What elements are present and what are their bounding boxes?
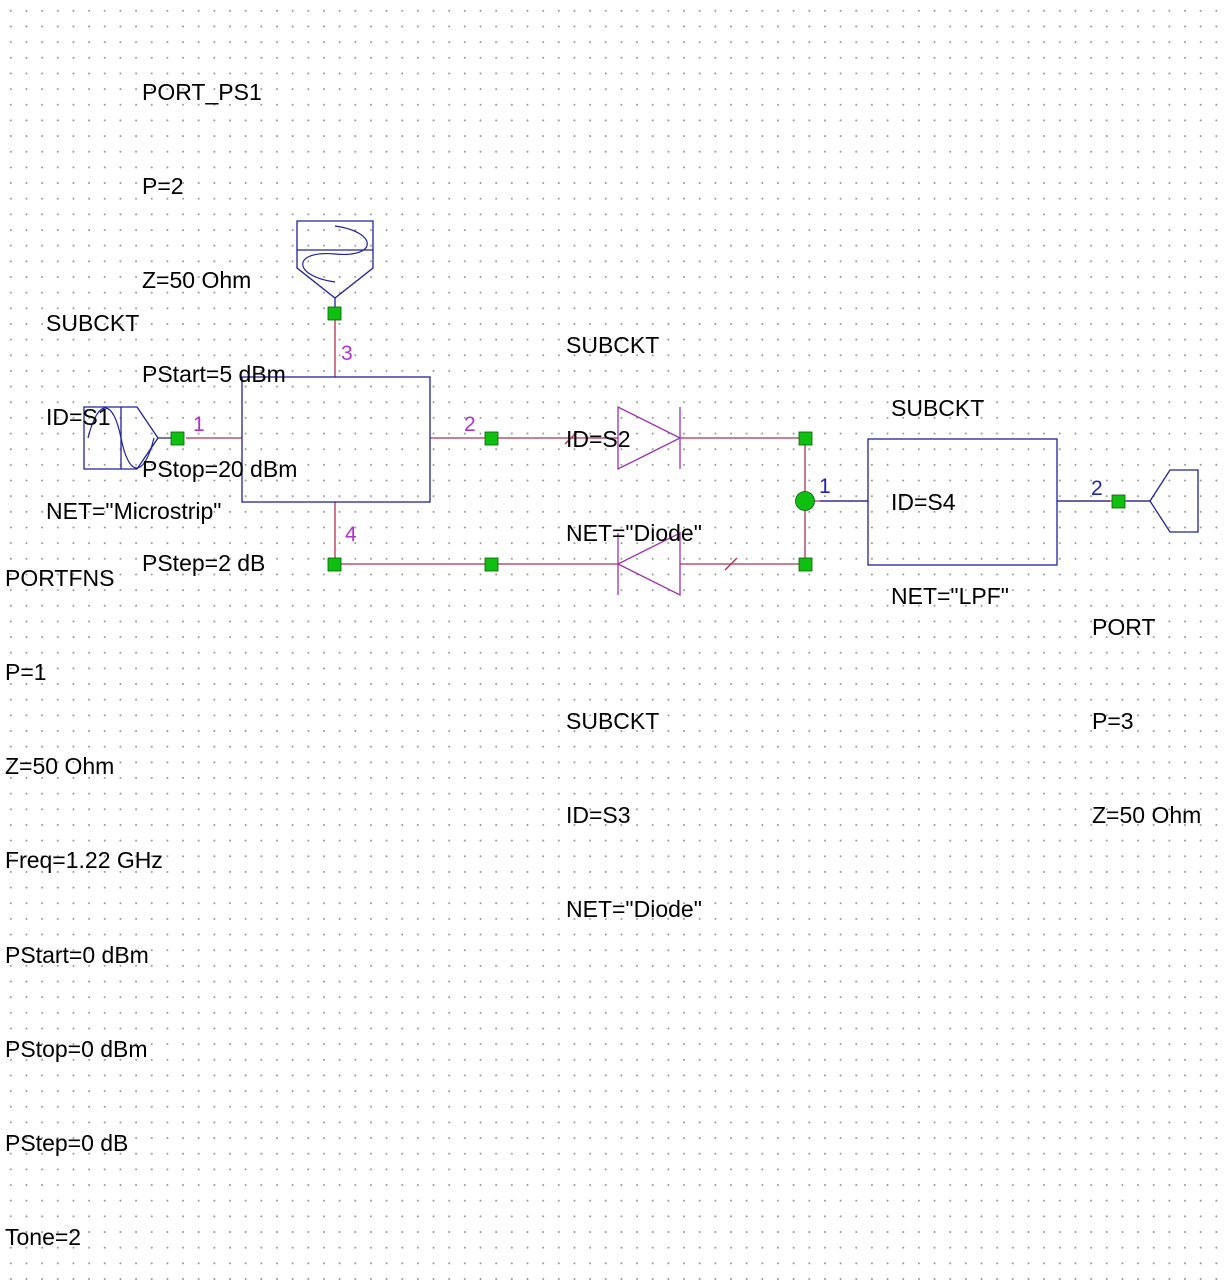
param-line: NET="Diode": [566, 896, 702, 923]
param-line: Z=50 Ohm: [1092, 802, 1202, 829]
output-port-icon[interactable]: [1126, 469, 1199, 533]
param-line: SUBCKT: [891, 394, 985, 421]
param-line: PORT: [1092, 613, 1156, 640]
param-line: ID=S4: [891, 489, 956, 516]
wire-slash-bottom: [724, 557, 738, 571]
param-line: NET="Diode": [566, 520, 702, 547]
node-s2-out[interactable]: [798, 431, 813, 446]
param-line: SUBCKT: [46, 309, 140, 336]
param-line: ID=S3: [566, 802, 631, 829]
node-port2[interactable]: [327, 306, 342, 321]
param-line: PStep=0 dB: [5, 1130, 129, 1157]
node-s1-pin2[interactable]: [484, 431, 499, 446]
param-line: ID=S2: [566, 426, 631, 453]
s4-pin-2-label: 2: [1091, 477, 1103, 500]
port-ps1-params[interactable]: PORT_PS1 P=2 Z=50 Ohm PStart=5 dBm PStop…: [142, 14, 297, 611]
s1-pin-3-label: 3: [341, 342, 353, 365]
param-line: SUBCKT: [566, 707, 660, 734]
param-line: NET="Microstrip": [46, 498, 222, 525]
junction-node[interactable]: [795, 491, 815, 511]
param-line: PORTFNS: [5, 564, 115, 591]
node-bottom-mid[interactable]: [484, 557, 499, 572]
param-line: P=3: [1092, 708, 1134, 735]
s4-pin-1-label: 1: [819, 475, 831, 498]
s1-pin-1-label: 1: [193, 413, 205, 436]
node-s1-pin4[interactable]: [327, 557, 342, 572]
s4-block[interactable]: [867, 438, 1058, 566]
s2-params[interactable]: SUBCKT ID=S2 NET="Diode": [566, 267, 702, 581]
node-port3[interactable]: [1111, 494, 1126, 509]
node-port1[interactable]: [170, 431, 185, 446]
wire-slash-top: [564, 431, 578, 445]
s1-block[interactable]: [241, 376, 431, 503]
s1-pin-4-label: 4: [345, 523, 357, 546]
ac-source-port-icon[interactable]: [296, 220, 374, 312]
s4-params[interactable]: SUBCKT ID=S4 NET="LPF": [891, 330, 1009, 644]
sine-source-port-icon[interactable]: [83, 406, 176, 470]
param-line: SUBCKT: [566, 331, 660, 358]
param-line: PStart=0 dBm: [5, 941, 149, 968]
param-line: PStop=20 dBm: [142, 455, 298, 482]
param-line: PORT_PS1: [142, 78, 262, 105]
param-line: ID=S1: [46, 404, 111, 431]
param-line: PStop=0 dBm: [5, 1035, 148, 1062]
schematic-canvas: [83, 220, 1199, 597]
param-line: Freq=1.22 GHz: [5, 847, 163, 874]
param-line: P=1: [5, 659, 47, 686]
param-line: P=2: [142, 173, 184, 200]
diode-icon[interactable]: [617, 405, 682, 471]
connection-nodes: [170, 306, 1126, 572]
param-line: Z=50 Ohm: [142, 267, 252, 294]
s1-pin-2-label: 2: [464, 413, 476, 436]
s1-params[interactable]: SUBCKT ID=S1 NET="Microstrip": [46, 245, 221, 559]
param-line: Z=50 Ohm: [5, 753, 115, 780]
param-line: PStart=5 dBm: [142, 361, 286, 388]
port3-params[interactable]: PORT P=3 Z=50 Ohm: [1092, 549, 1201, 863]
portfns-params[interactable]: PORTFNS P=1 Z=50 Ohm Freq=1.22 GHz PStar…: [5, 500, 163, 1285]
param-line: Tone=2: [5, 1224, 82, 1251]
node-s3-out[interactable]: [798, 557, 813, 572]
param-line: NET="LPF": [891, 583, 1009, 610]
s3-params[interactable]: SUBCKT ID=S3 NET="Diode": [566, 643, 702, 957]
diode-icon[interactable]: [616, 531, 681, 597]
param-line: PStep=2 dB: [142, 549, 266, 576]
